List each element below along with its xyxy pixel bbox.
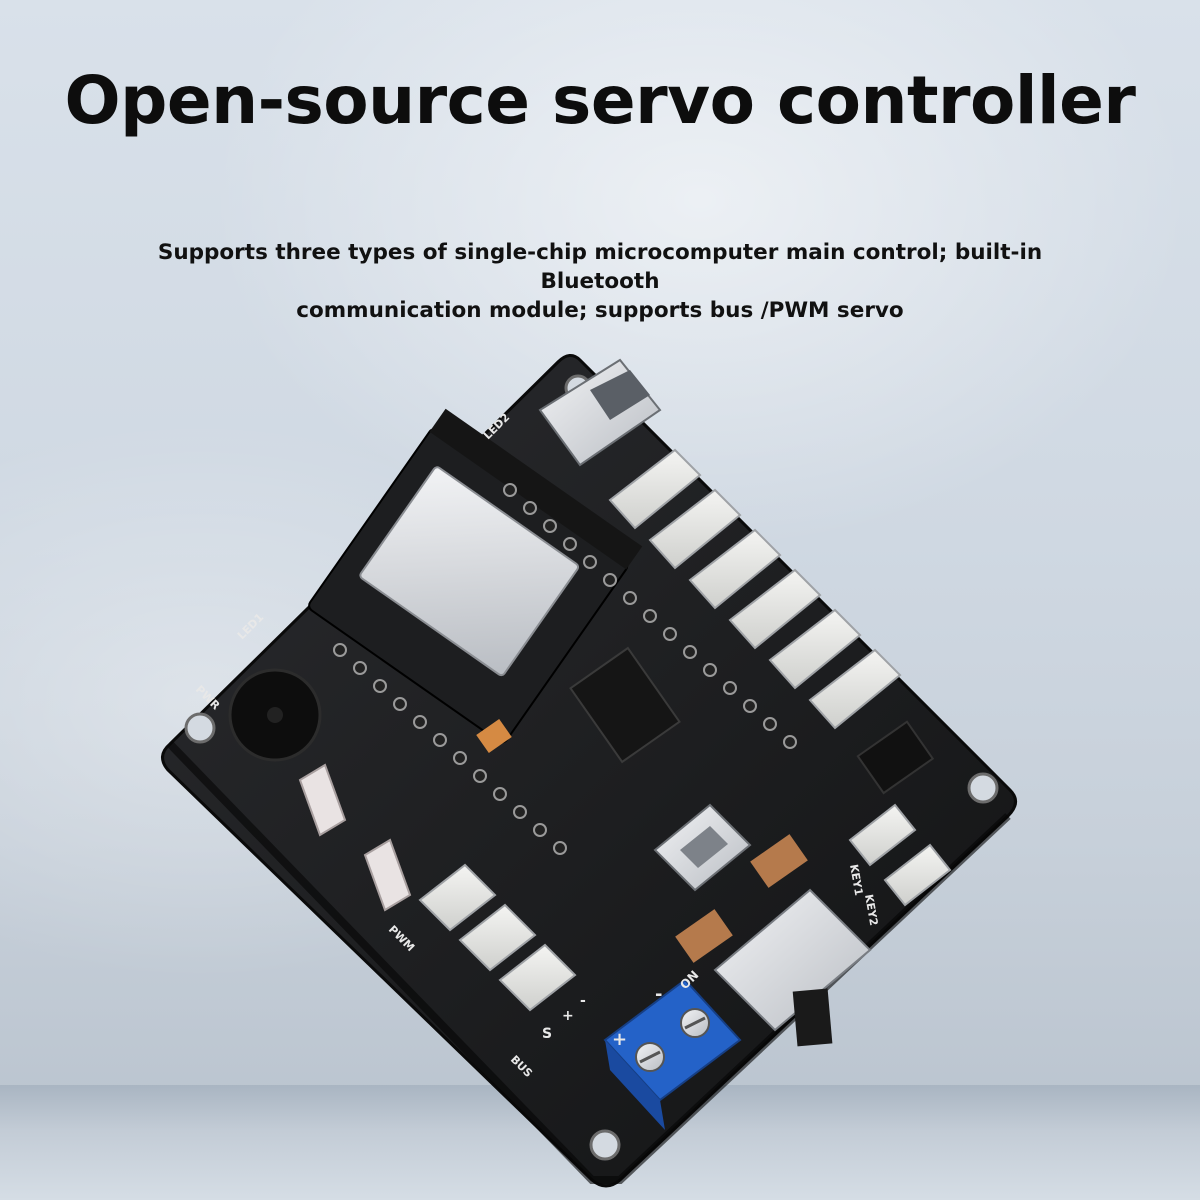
orange-capacitor	[476, 718, 512, 754]
voltage-regulator	[856, 720, 935, 795]
usb-a-port	[538, 358, 662, 467]
power-terminal-block	[603, 978, 742, 1130]
small-jst-connectors	[298, 763, 412, 912]
mounting-hole	[184, 712, 216, 744]
silk-key2: KEY2	[862, 893, 880, 926]
pwm-servo-connectors	[608, 448, 902, 730]
bus-servo-connectors	[418, 863, 577, 1012]
silk-minus: -	[655, 984, 662, 1005]
header-pins-left	[333, 643, 567, 855]
mounting-hole	[967, 772, 999, 804]
mounting-hole	[589, 1129, 621, 1161]
silk-s: S	[542, 1026, 552, 1042]
driver-ic	[569, 646, 681, 764]
usb-c-port	[653, 803, 752, 892]
silk-plus: +	[612, 1029, 627, 1050]
key-connectors	[848, 803, 952, 907]
power-switch	[713, 888, 872, 1047]
page-title: Open-source servo controller	[64, 62, 1136, 139]
page-subtitle: Supports three types of single-chip micr…	[100, 238, 1100, 325]
subtitle-line-1: Supports three types of single-chip micr…	[157, 240, 1043, 294]
silk-minus-left: -	[580, 993, 586, 1009]
header-pins-right	[503, 483, 797, 749]
silk-key1: KEY1	[847, 863, 865, 896]
silk-plus-left: +	[562, 1008, 574, 1024]
subtitle-line-2: communication module; supports bus /PWM …	[296, 298, 904, 323]
servo-controller-board: LED1 LED2 PWR PWM BUS S + - + - ON KEY1 …	[161, 354, 1017, 1188]
tantalum-cap-2	[675, 909, 733, 963]
silk-led1: LED1	[235, 611, 266, 642]
mcu-module	[308, 408, 643, 744]
tantalum-cap-1	[750, 834, 808, 888]
